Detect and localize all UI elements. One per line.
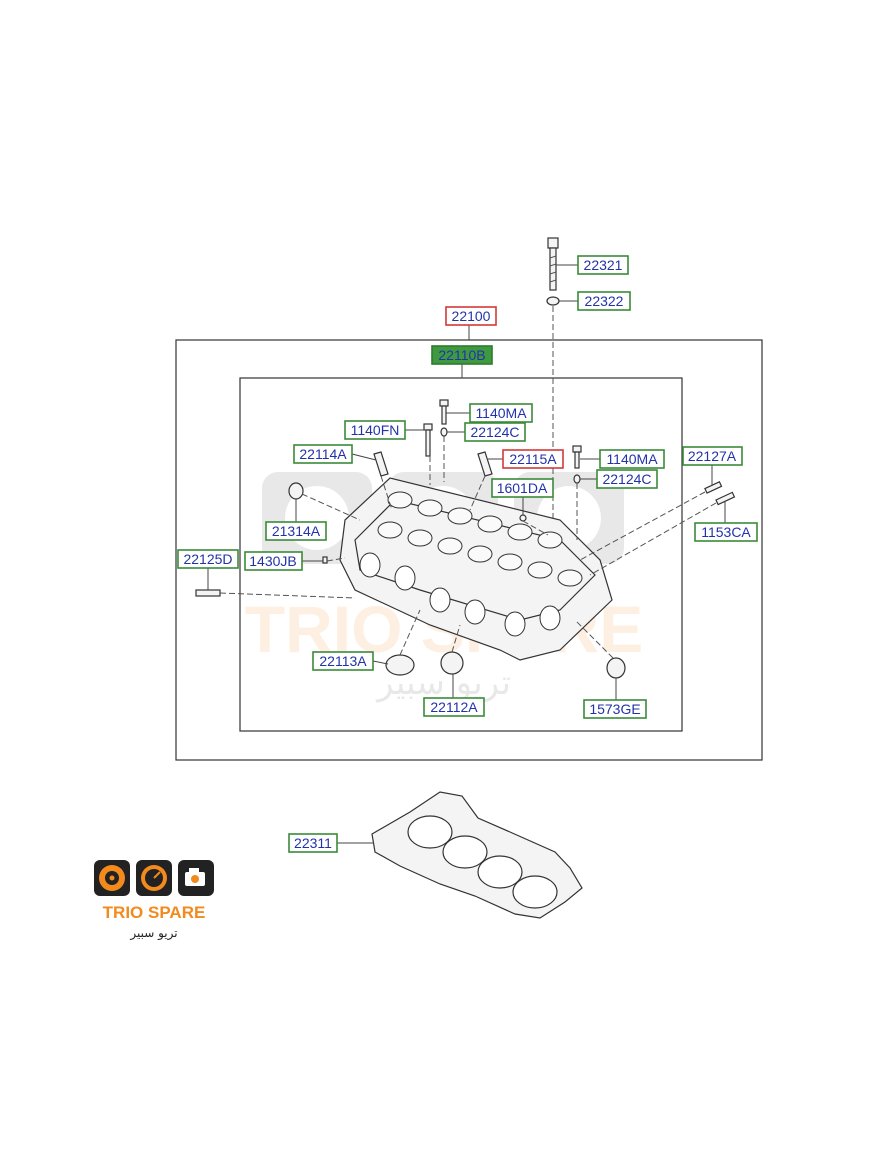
part-label-text: 1153CA [701,524,751,540]
part-label-22110b[interactable]: 22110B [431,345,493,365]
part-label-text: 1573GE [589,701,640,717]
dowel-22127a-part [704,481,723,494]
assembly-frame-inner [239,377,683,732]
cap-1573ge-part [606,657,626,679]
pin-1153ca-part [715,491,736,506]
stud-22125d-part [195,589,221,597]
part-label-22100[interactable]: 22100 [445,306,497,326]
part-label-text: 1140MA [606,451,658,467]
washer-22124c-a-part [440,427,448,437]
brand-arabic: تريو سبير [129,926,177,941]
part-label-22113a[interactable]: 22113A [312,651,374,671]
plug-1430jb-part [322,556,328,564]
part-label-text: 22114A [299,446,347,462]
part-label-text: 22125D [183,551,232,567]
part-label-1153ca[interactable]: 1153CA [694,522,758,542]
part-label-22322[interactable]: 22322 [577,291,631,311]
washer-part [546,296,560,306]
brand-name: TRIO SPARE [103,903,206,922]
seal-22112a-part [440,651,464,675]
part-label-1140ma-b[interactable]: 1140MA [599,449,665,469]
ball-1601da-part [519,514,527,522]
bolt-1140ma-b-part [572,445,582,469]
part-label-1140fn[interactable]: 1140FN [344,420,406,440]
part-label-text: 1430JB [249,553,296,569]
seal-22113a-part [385,654,415,676]
part-label-22311[interactable]: 22311 [288,833,338,853]
part-label-1601da[interactable]: 1601DA [491,478,554,498]
engine-icon [178,860,214,896]
part-label-text: 22124C [470,424,519,440]
part-label-22124c-b[interactable]: 22124C [596,469,658,489]
brand-logo: TRIO SPARE تريو سبير [94,860,214,941]
part-label-text: 1140FN [351,422,400,438]
part-label-22112a[interactable]: 22112A [423,697,485,717]
part-label-text: 22127A [688,448,737,464]
part-label-text: 21314A [272,523,321,539]
part-label-21314a[interactable]: 21314A [265,521,327,541]
part-label-22124c-a[interactable]: 22124C [464,422,526,442]
part-label-1140ma-a[interactable]: 1140MA [469,403,533,423]
part-label-text: 22100 [452,308,491,324]
washer-22124c-b-part [573,474,581,484]
head-bolt-part [547,237,559,291]
part-label-text: 22115A [509,451,557,467]
speedometer-icon [136,860,172,896]
part-label-text: 1601DA [497,480,548,496]
part-label-text: 22321 [584,257,623,273]
part-label-text: 22124C [602,471,651,487]
plug-21314a-part [288,482,304,500]
valve-guide-22115a-part [477,451,493,477]
bolt-1140fn-part [423,423,433,457]
part-label-1573ge[interactable]: 1573GE [583,699,647,719]
part-label-22127a[interactable]: 22127A [682,446,743,466]
head-gasket-part [371,791,583,919]
speaker-icon [94,860,130,896]
part-label-text: 22322 [585,293,624,309]
part-label-text: 22112A [430,699,478,715]
part-label-1430jb[interactable]: 1430JB [244,551,303,571]
part-label-22125d[interactable]: 22125D [177,549,239,569]
valve-guide-22114a-part [373,451,389,477]
part-label-22321[interactable]: 22321 [577,255,629,275]
part-label-text: 22110B [438,347,485,363]
bolt-1140ma-a-part [439,399,449,425]
part-label-22114a[interactable]: 22114A [293,444,353,464]
part-label-text: 22113A [319,653,367,669]
part-label-22115a[interactable]: 22115A [502,449,564,469]
part-label-text: 22311 [294,835,332,851]
cylinder-head-part [339,477,613,661]
part-label-text: 1140MA [475,405,527,421]
